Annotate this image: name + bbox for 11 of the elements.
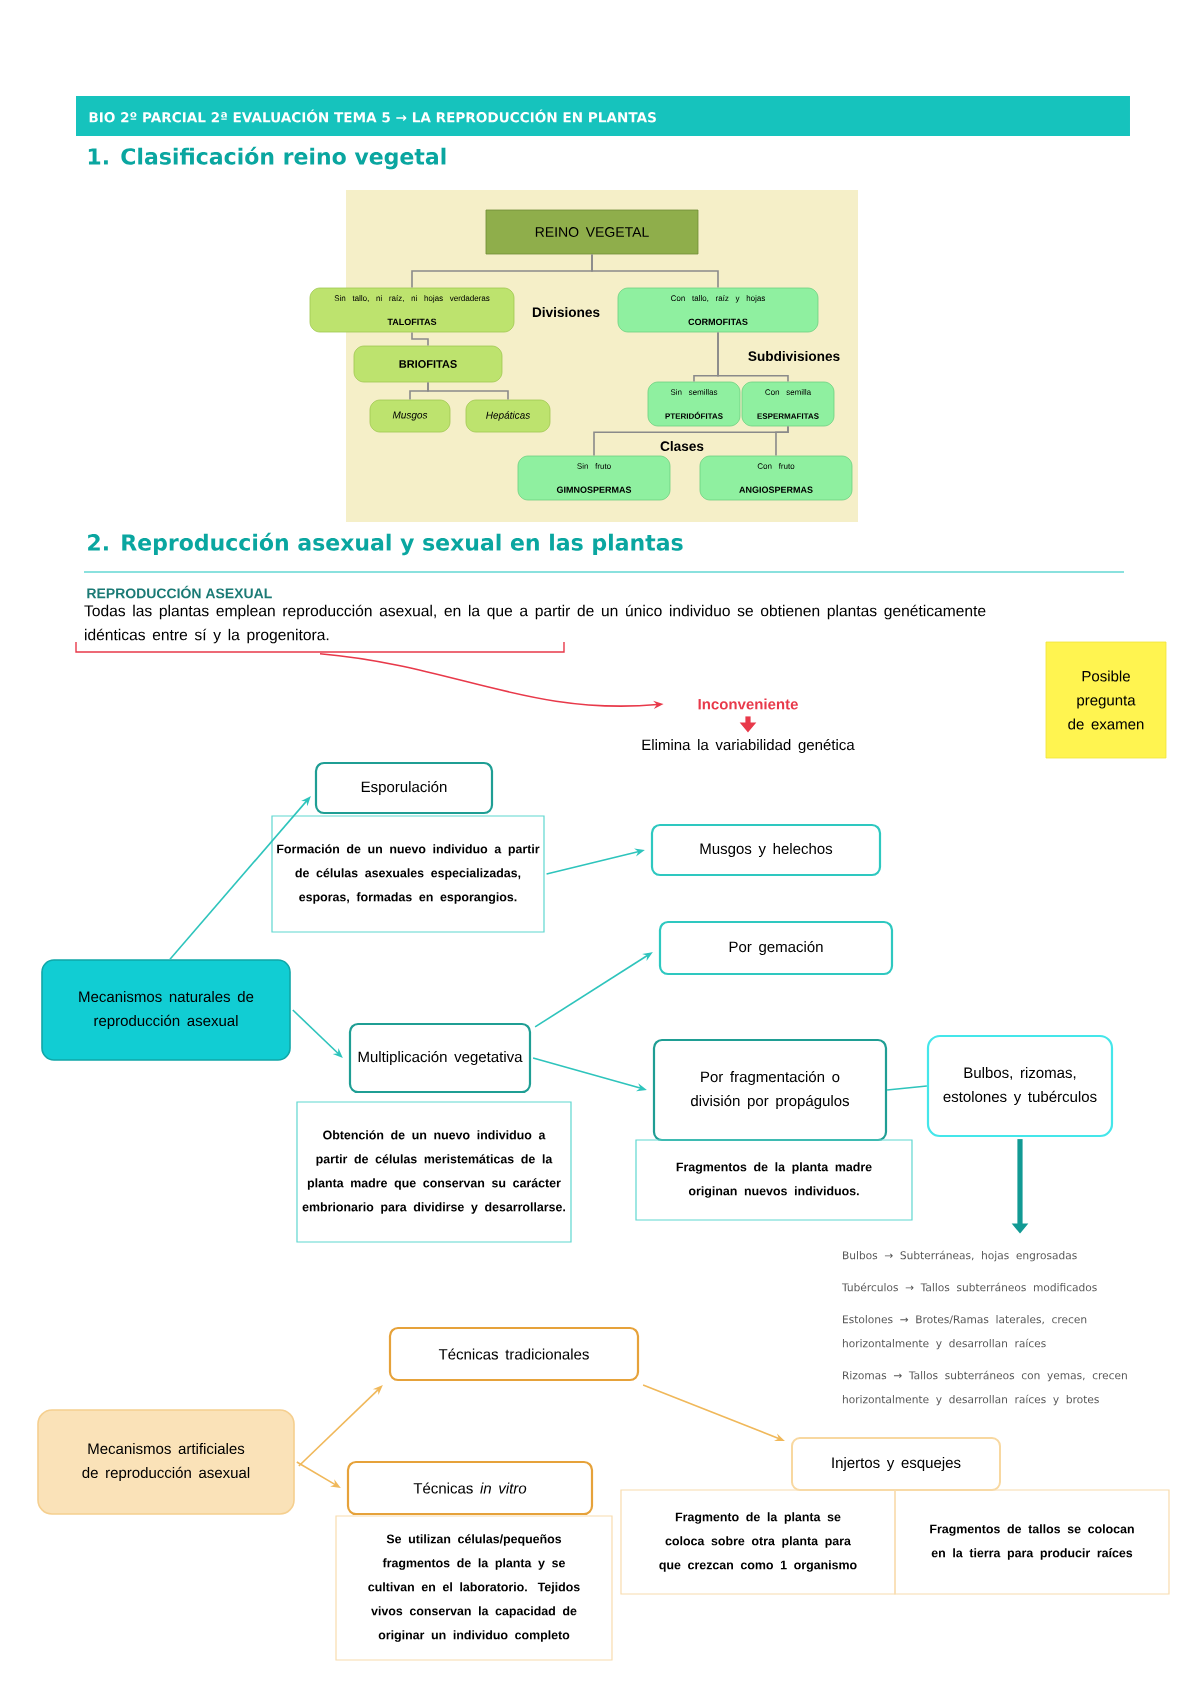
connector-line [411,331,429,347]
connector-line [427,381,509,401]
arrow [298,1385,383,1467]
connector-line [591,253,719,289]
connector-line [775,425,789,457]
connector-line [717,331,789,383]
arrow [292,1009,343,1058]
section-heading: 2. Reproducción asexual y sexual en las plantas [88,532,683,556]
connector-line [886,1085,928,1091]
arrow [169,796,311,960]
section-heading: 1. Clasificación reino vegetal [88,146,446,170]
